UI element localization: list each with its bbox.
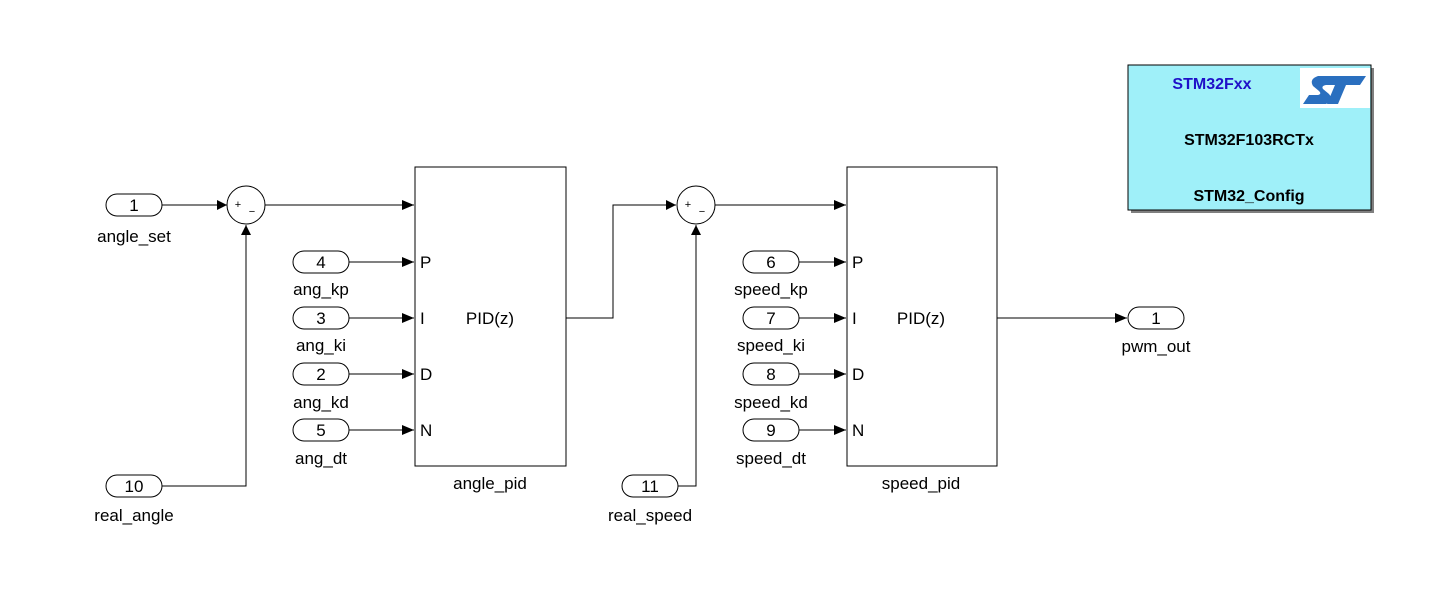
- port-number: 4: [316, 253, 325, 272]
- port-label: ang_kd: [293, 393, 349, 412]
- port-label: ang_kp: [293, 280, 349, 299]
- wire-angle-pid-to-sum-speed[interactable]: [566, 200, 676, 319]
- port-label: real_angle: [94, 506, 173, 525]
- pid-port-i: I: [420, 309, 425, 328]
- sum-sign-plus: +: [685, 199, 691, 211]
- signal-lines: [162, 200, 1127, 487]
- inport-ang-ki[interactable]: 3 ang_ki: [292, 306, 350, 355]
- inport-real-angle[interactable]: 10 real_angle: [94, 474, 174, 525]
- wire-real-speed-to-sum[interactable]: [678, 225, 701, 487]
- inport-ang-kp[interactable]: 4 ang_kp: [292, 250, 350, 299]
- inport-ang-dt[interactable]: 5 ang_dt: [292, 418, 350, 468]
- port-label: angle_set: [97, 227, 171, 246]
- port-label: speed_ki: [737, 336, 805, 355]
- pid-port-p: P: [852, 253, 863, 272]
- pid-port-d: D: [420, 365, 432, 384]
- config-name-label: STM32_Config: [1193, 188, 1304, 205]
- port-label: real_speed: [608, 506, 692, 525]
- port-label: ang_ki: [296, 336, 346, 355]
- inport-speed-kp[interactable]: 6 speed_kp: [734, 250, 808, 299]
- pid-port-p: P: [420, 253, 431, 272]
- port-number: 11: [641, 477, 659, 496]
- port-number: 1: [129, 196, 138, 215]
- port-label: ang_dt: [295, 449, 347, 468]
- pid-port-d: D: [852, 365, 864, 384]
- stm32-config-block[interactable]: STM32Fxx STM32F103RCTx STM32_Config: [1127, 64, 1374, 213]
- inport-speed-ki[interactable]: 7 speed_ki: [737, 306, 805, 355]
- pid-block-speed[interactable]: PID(z) P I D N speed_pid: [846, 166, 998, 493]
- sum-sign-minus: −: [249, 206, 255, 218]
- port-number: 3: [316, 309, 325, 328]
- port-label: speed_dt: [736, 449, 806, 468]
- port-number: 1: [1151, 309, 1160, 328]
- sum-sign-minus: −: [699, 206, 705, 218]
- pid-block-angle[interactable]: PID(z) P I D N angle_pid: [414, 166, 567, 493]
- port-number: 5: [316, 421, 325, 440]
- port-number: 2: [316, 365, 325, 384]
- inport-real-speed[interactable]: 11 real_speed: [608, 474, 692, 525]
- pid-port-n: N: [420, 421, 432, 440]
- port-number: 6: [766, 253, 775, 272]
- sum-block-speed[interactable]: + −: [676, 185, 716, 225]
- pid-port-i: I: [852, 309, 857, 328]
- pid-block-label: angle_pid: [453, 474, 527, 493]
- pid-block-label: speed_pid: [882, 474, 960, 493]
- port-number: 7: [766, 309, 775, 328]
- pid-block-text: PID(z): [897, 309, 945, 328]
- sum-sign-plus: +: [235, 199, 241, 211]
- port-label: pwm_out: [1122, 337, 1191, 356]
- sum-block-angle[interactable]: + −: [226, 185, 266, 225]
- wire-real-angle-to-sum[interactable]: [162, 225, 251, 487]
- port-number: 10: [125, 477, 144, 496]
- pid-port-n: N: [852, 421, 864, 440]
- port-number: 8: [766, 365, 775, 384]
- port-number: 9: [766, 421, 775, 440]
- pid-block-text: PID(z): [466, 309, 514, 328]
- inport-speed-dt[interactable]: 9 speed_dt: [736, 418, 806, 468]
- port-label: speed_kp: [734, 280, 808, 299]
- inport-ang-kd[interactable]: 2 ang_kd: [292, 362, 350, 412]
- outport-pwm-out[interactable]: 1 pwm_out: [1122, 306, 1191, 356]
- inport-angle-set[interactable]: 1 angle_set: [97, 193, 171, 246]
- port-label: speed_kd: [734, 393, 808, 412]
- inport-speed-kd[interactable]: 8 speed_kd: [734, 362, 808, 412]
- config-chip-label: STM32F103RCTx: [1184, 132, 1314, 149]
- st-logo-icon: [1300, 68, 1370, 108]
- config-family-label: STM32Fxx: [1172, 76, 1251, 93]
